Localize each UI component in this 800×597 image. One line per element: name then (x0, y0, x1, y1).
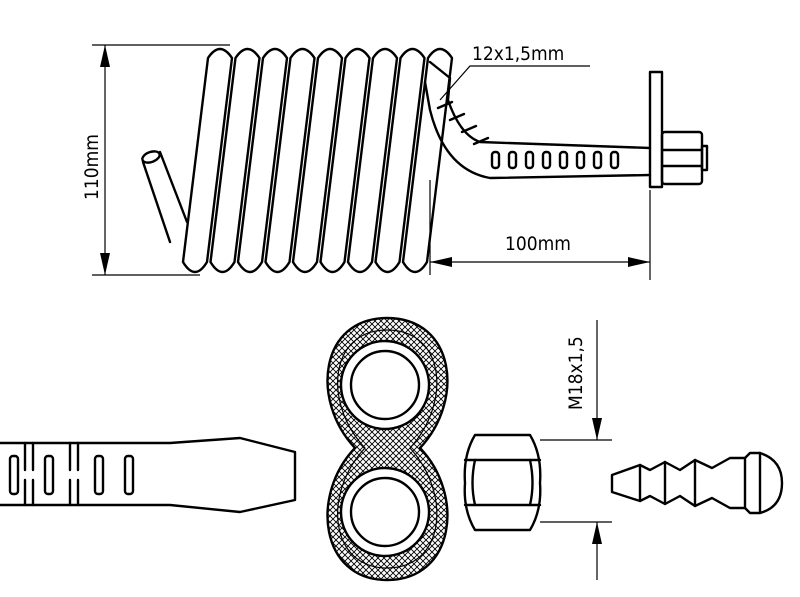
sleeve-rib (490, 150, 501, 170)
coil-turn (319, 47, 371, 274)
hose-fitting (610, 451, 784, 515)
coil-turn (181, 47, 234, 274)
sleeve-rib (460, 124, 478, 134)
bolt (648, 70, 709, 189)
sleeve-rib (507, 150, 518, 170)
sleeve-slot (68, 441, 80, 507)
length-dim-label: 100mm (505, 233, 571, 255)
cross-section (326, 316, 449, 582)
sleeve-slot (8, 454, 20, 496)
sleeve-slot (43, 454, 55, 496)
sleeve-rib (609, 150, 620, 170)
sleeve-rib (541, 150, 552, 170)
coil-turn (401, 47, 454, 274)
coil-turn (209, 47, 261, 274)
sleeve-rib (575, 150, 586, 170)
coil-turn (291, 47, 344, 274)
thread-dimension: M18x1,5 (540, 320, 612, 580)
tube-spec-leader: 12x1,5mm (439, 43, 590, 101)
sleeve-rib (436, 100, 454, 110)
outlet-tube (423, 60, 652, 180)
sleeve-rib (558, 150, 569, 170)
height-dimension: 110mm (81, 44, 230, 276)
coil-turn (236, 47, 289, 274)
coil-tube (181, 47, 454, 274)
sleeve-detail (0, 436, 297, 514)
coil-turn (346, 47, 399, 274)
coil-turn (374, 47, 426, 274)
sleeve-rib (524, 150, 535, 170)
height-dim-label: 110mm (81, 134, 103, 200)
sleeve-slot (123, 454, 135, 496)
coil-end (141, 150, 189, 244)
sleeve-rib (472, 136, 490, 146)
sleeve-rib (592, 150, 603, 170)
thread-spec-label: M18x1,5 (565, 336, 587, 410)
sleeve-rib (448, 112, 466, 122)
sleeve-slot (23, 441, 35, 507)
nut (463, 433, 542, 532)
tube-spec-label: 12x1,5mm (472, 43, 564, 65)
coil-turn (264, 47, 316, 274)
sleeve-slot (93, 454, 105, 496)
length-dimension: 100mm (429, 180, 651, 280)
